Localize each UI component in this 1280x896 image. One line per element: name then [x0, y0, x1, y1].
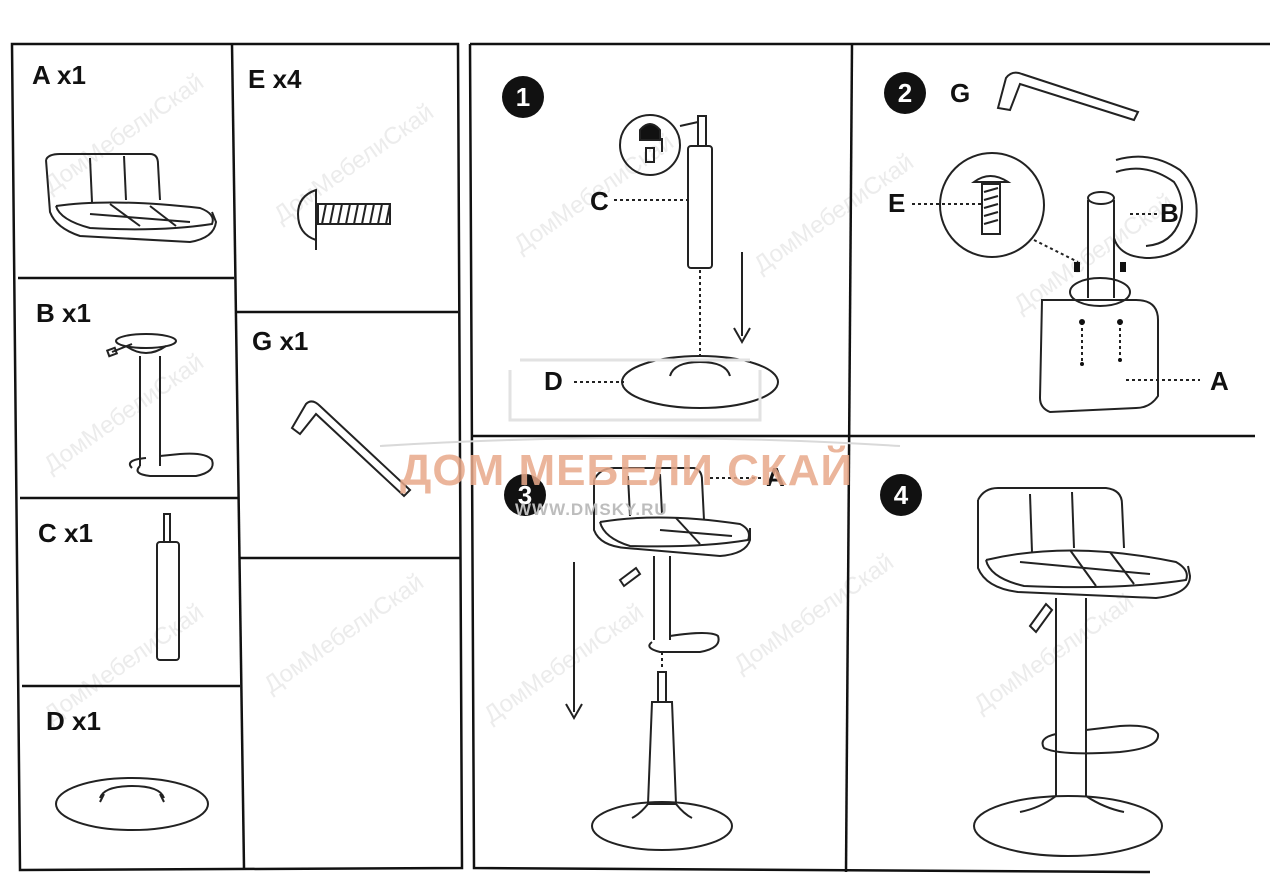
- step-1-drawing: [574, 114, 779, 409]
- step-4-drawing: [973, 487, 1192, 857]
- step-2-callout-g: G: [950, 78, 971, 108]
- parts-frame: [10, 42, 464, 872]
- step-3-drawing: [565, 467, 764, 851]
- part-g-hex-key: [290, 400, 412, 498]
- steps-frame: [468, 42, 1270, 874]
- part-b-label: B x1: [36, 298, 91, 328]
- step-2-drawing: [912, 71, 1200, 414]
- step-3-badge: 3: [504, 474, 546, 516]
- part-a-label: A x1: [32, 60, 86, 90]
- step-1-badge: 1: [502, 76, 544, 118]
- step-3-callout-a: A: [766, 462, 785, 492]
- step-2-callout-a: A: [1210, 366, 1229, 396]
- part-e-screw: [296, 188, 391, 250]
- step-2-badge: 2: [884, 72, 926, 114]
- part-e-label: E x4: [248, 64, 302, 94]
- step-2-callout-b: B: [1160, 198, 1179, 228]
- watermark-brand: ДОМ МЕБЕЛИ СКАЙ: [400, 446, 854, 495]
- step-4-badge: 4: [880, 474, 922, 516]
- part-a-seat: [45, 153, 218, 244]
- step-1-callout-d: D: [544, 366, 563, 396]
- step-1-callout-c: C: [590, 186, 609, 216]
- part-g-label: G x1: [252, 326, 309, 356]
- step-2-callout-e: E: [888, 188, 906, 218]
- part-d-base: [55, 777, 209, 831]
- watermark-sofa: [508, 358, 762, 422]
- part-c-gas-lift: [156, 513, 180, 661]
- part-c-label: C x1: [38, 518, 93, 548]
- watermark-swoosh: [379, 437, 901, 447]
- watermark-url: WWW.DMSKY.RU: [515, 500, 668, 519]
- part-d-label: D x1: [46, 706, 101, 736]
- part-b-column: [105, 333, 214, 477]
